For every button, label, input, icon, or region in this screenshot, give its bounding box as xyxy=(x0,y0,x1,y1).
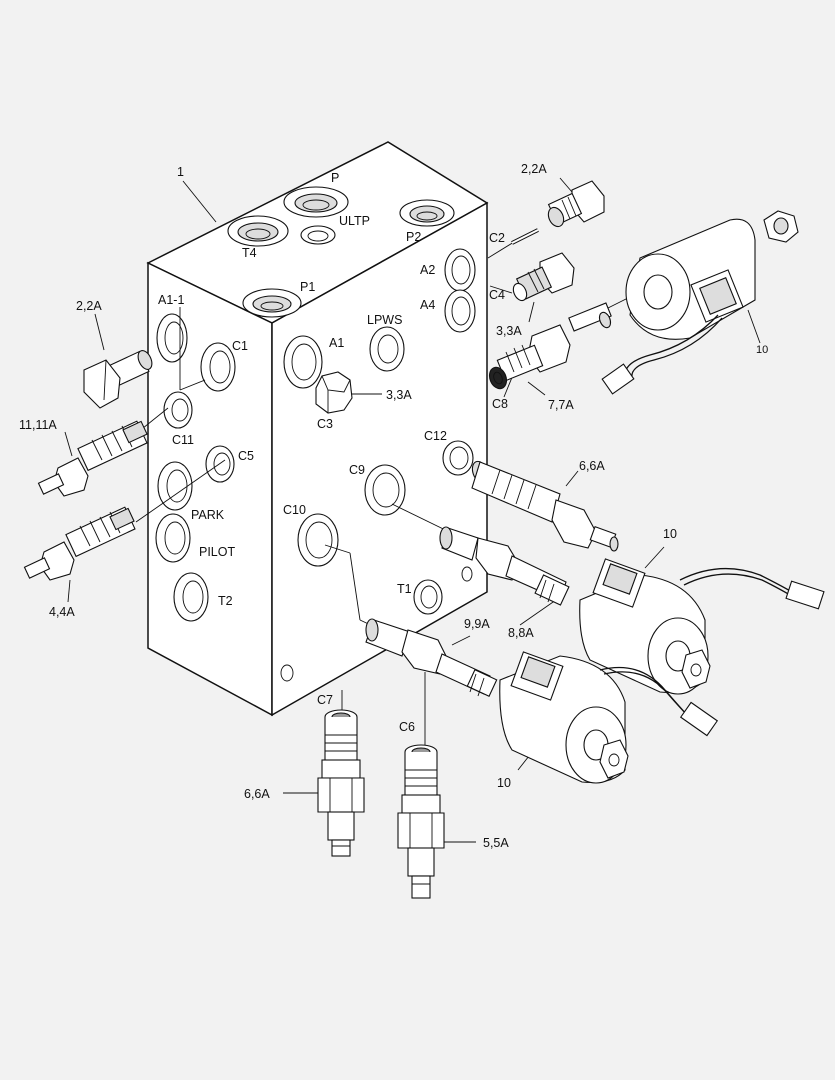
label-port-p1: P1 xyxy=(300,280,315,294)
label-port-a2: A2 xyxy=(420,263,435,277)
port-t4 xyxy=(227,215,289,247)
callout-labels: 1 P ULTP T4 P2 P1 C2 A2 C4 A4 LPWS A1 A1… xyxy=(19,162,768,850)
port-a4 xyxy=(444,289,476,333)
label-part-coil-bottom: 10 xyxy=(497,776,511,790)
port-p xyxy=(283,186,349,218)
label-part-valve-c12: 6,6A xyxy=(579,459,605,473)
label-part-valve-c5: 4,4A xyxy=(49,605,75,619)
right-face-ports xyxy=(283,248,476,615)
label-part-valve-c9: 8,8A xyxy=(508,626,534,640)
port-ultp xyxy=(300,225,336,245)
left-face-bolt-hole xyxy=(280,664,294,682)
right-face-bolt-hole xyxy=(461,566,473,582)
valve-3-3a-c4 xyxy=(512,252,575,302)
label-port-a1-1: A1-1 xyxy=(158,293,184,307)
label-part-valve-c10: 9,9A xyxy=(464,617,490,631)
label-part-valve-c4: 3,3A xyxy=(496,324,522,338)
label-port-park: PARK xyxy=(191,508,225,522)
label-part-coil-mid: 10 xyxy=(663,527,677,541)
label-part-valve-c3: 3,3A xyxy=(386,388,412,402)
top-face-ports xyxy=(227,186,455,318)
label-port-ultp: ULTP xyxy=(339,214,370,228)
port-lpws xyxy=(369,326,405,372)
port-c9 xyxy=(364,464,406,516)
port-t1 xyxy=(413,579,443,615)
plug-2-2a-top xyxy=(547,180,605,228)
label-port-c9: C9 xyxy=(349,463,365,477)
valve-7-7a-c8 xyxy=(488,302,612,390)
label-part-valve-c7: 6,6A xyxy=(244,787,270,801)
port-a1 xyxy=(283,335,323,389)
coil-10-top xyxy=(601,218,756,395)
plug-2-2a-left xyxy=(83,350,153,409)
label-part-valve-c6: 5,5A xyxy=(483,836,509,850)
left-face-ports xyxy=(155,313,294,682)
label-part-valve-c11: 11,11A xyxy=(19,418,57,432)
label-port-a4: A4 xyxy=(420,298,435,312)
coil-10-bottom xyxy=(499,651,719,784)
port-t2 xyxy=(173,572,209,622)
leader-lines xyxy=(64,177,761,843)
port-c1 xyxy=(200,342,236,392)
label-port-t2: T2 xyxy=(218,594,233,608)
port-pilot xyxy=(155,513,191,563)
coil-10-mid xyxy=(579,558,825,695)
label-port-c11: C11 xyxy=(172,433,194,447)
pin-c2 xyxy=(511,228,539,245)
label-port-t1: T1 xyxy=(397,582,412,596)
label-port-lpws: LPWS xyxy=(367,313,402,327)
port-c10 xyxy=(297,513,339,567)
label-port-c2: C2 xyxy=(489,231,505,245)
label-port-c1: C1 xyxy=(232,339,248,353)
plug-c3 xyxy=(315,371,353,414)
label-port-pilot: PILOT xyxy=(199,545,235,559)
valve-4-4a-c5 xyxy=(23,506,136,581)
label-part-plug-left: 2,2A xyxy=(76,299,102,313)
label-port-c12: C12 xyxy=(424,429,447,443)
valve-5-5a-c6 xyxy=(397,744,445,899)
label-port-t4: T4 xyxy=(242,246,257,260)
valve-9-9a-c10 xyxy=(365,618,498,697)
valve-6-6a-c12 xyxy=(471,460,619,552)
label-port-c8: C8 xyxy=(492,397,508,411)
label-port-c10: C10 xyxy=(283,503,306,517)
port-c12 xyxy=(442,440,474,476)
label-port-p: P xyxy=(331,171,339,185)
label-port-c7: C7 xyxy=(317,693,333,707)
label-port-c5: C5 xyxy=(238,449,254,463)
valve-6-6a-c7 xyxy=(317,709,365,857)
port-p1 xyxy=(242,288,302,318)
port-a2 xyxy=(444,248,476,292)
label-port-c6: C6 xyxy=(399,720,415,734)
label-port-c3: C3 xyxy=(317,417,333,431)
label-part-valve-c8: 7,7A xyxy=(548,398,574,412)
port-a1-1 xyxy=(156,313,188,363)
label-port-p2: P2 xyxy=(406,230,421,244)
port-p2 xyxy=(399,199,455,227)
valve-11-11a-c11 xyxy=(37,420,148,497)
label-body: 1 xyxy=(177,165,184,179)
valve-8-8a-c9 xyxy=(439,526,570,606)
port-c11 xyxy=(163,391,193,429)
label-port-a1: A1 xyxy=(329,336,344,350)
label-part-plug-top: 2,2A xyxy=(521,162,547,176)
label-port-c4: C4 xyxy=(489,288,505,302)
label-part-coil-top: 10 xyxy=(756,344,768,356)
nut-top xyxy=(763,210,799,243)
